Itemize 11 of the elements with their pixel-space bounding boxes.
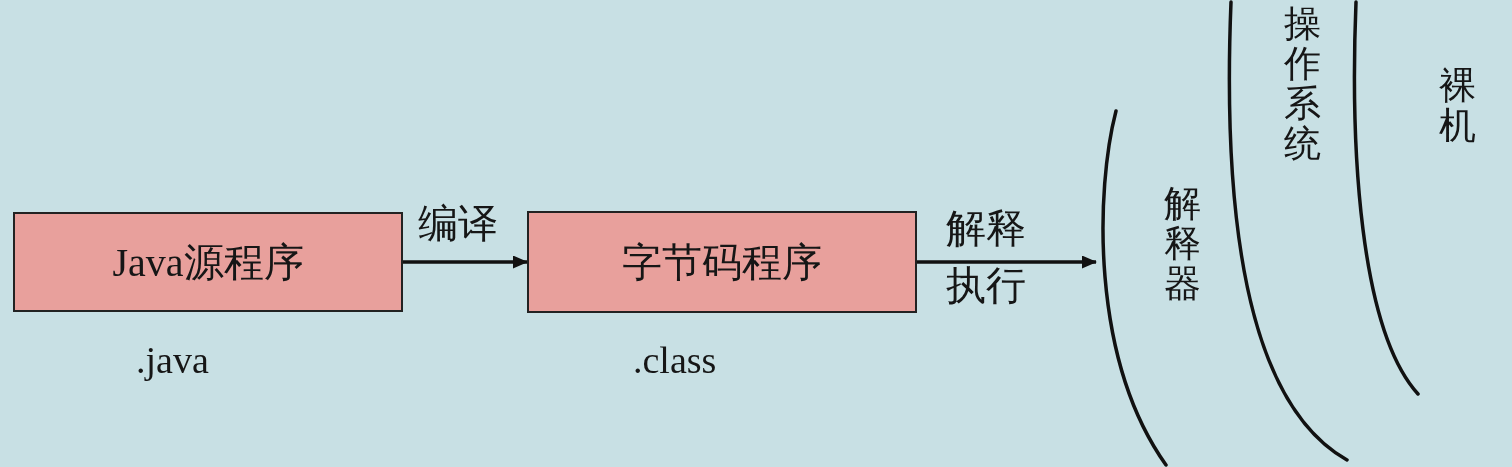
layer-label: 解释器 [1163, 184, 1201, 304]
file-extension-label: .class [633, 338, 717, 383]
process-box: 字节码程序 [527, 211, 917, 313]
layer-label: 裸机 [1438, 66, 1476, 146]
edge-label: 编译 [418, 200, 499, 246]
arrow [917, 255, 1097, 269]
process-box: Java源程序 [13, 212, 403, 312]
arrow [403, 255, 528, 269]
layer-label: 操作系统 [1283, 4, 1321, 164]
edge-label: 解释执行 [946, 204, 1027, 310]
file-extension-label: .java [136, 338, 209, 383]
